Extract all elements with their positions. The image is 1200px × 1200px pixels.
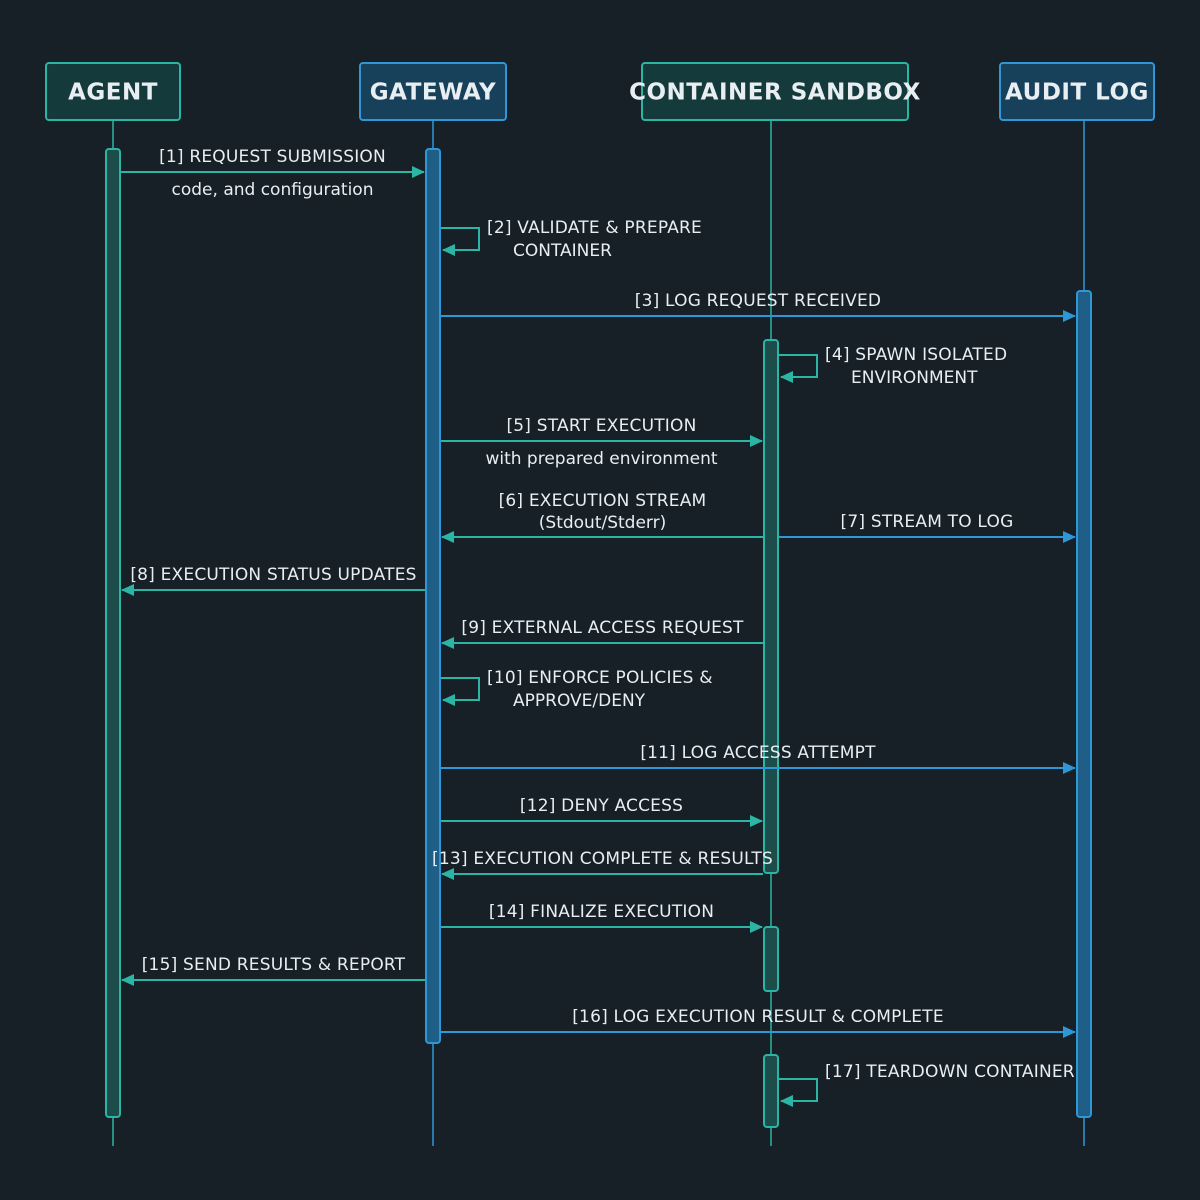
message-12: [12] DENY ACCESS	[441, 796, 763, 827]
message-label: [4] SPAWN ISOLATED	[825, 345, 1007, 365]
participant-agent: AGENT	[45, 62, 181, 121]
message-sublabel: code, and configuration	[172, 180, 374, 200]
message-8: [8] EXECUTION STATUS UPDATES	[121, 565, 425, 596]
message-label: [6] EXECUTION STREAM	[499, 491, 707, 511]
message-9: [9] EXTERNAL ACCESS REQUEST	[441, 618, 763, 649]
participant-box-gateway	[359, 62, 507, 121]
message-sublabel: CONTAINER	[513, 241, 612, 261]
message-label: [17] TEARDOWN CONTAINER	[825, 1062, 1075, 1082]
message-14: [14] FINALIZE EXECUTION	[441, 902, 763, 933]
message-label: [3] LOG REQUEST RECEIVED	[635, 291, 881, 311]
participant-label-agent: AGENT	[68, 80, 158, 106]
message-4: [4] SPAWN ISOLATED ENVIRONMENT	[779, 345, 1007, 388]
message-sublabel: ENVIRONMENT	[851, 368, 978, 388]
self-message-arrow	[779, 354, 818, 383]
participant-label-gateway: GATEWAY	[370, 80, 496, 106]
participant-box-audit	[999, 62, 1155, 121]
message-5: [5] START EXECUTION with prepared environ…	[441, 416, 763, 469]
activation-bar-sandbox	[763, 926, 779, 992]
participants-layer: AGENT GATEWAY CONTAINER SANDBOX AUDIT LOG	[45, 62, 1155, 121]
message-label: [1] REQUEST SUBMISSION	[159, 147, 386, 167]
activation-bar-sandbox	[763, 339, 779, 874]
participant-label-sandbox: CONTAINER SANDBOX	[629, 80, 921, 106]
message-label: [12] DENY ACCESS	[520, 796, 683, 816]
message-17: [17] TEARDOWN CONTAINER	[779, 1062, 1075, 1107]
message-13: [13] EXECUTION COMPLETE & RESULTS	[432, 849, 773, 880]
message-sublabel: with prepared environment	[485, 449, 717, 469]
message-label: [15] SEND RESULTS & REPORT	[142, 955, 406, 975]
activations-layer	[105, 148, 1092, 1128]
message-10: [10] ENFORCE POLICIES & APPROVE/DENY	[441, 668, 713, 711]
message-label: [16] LOG EXECUTION RESULT & COMPLETE	[572, 1007, 944, 1027]
message-label: [11] LOG ACCESS ATTEMPT	[640, 743, 876, 763]
activation-bar-audit	[1076, 290, 1092, 1118]
message-label: [14] FINALIZE EXECUTION	[489, 902, 714, 922]
participant-sandbox: CONTAINER SANDBOX	[629, 62, 921, 121]
message-label: [2] VALIDATE & PREPARE	[487, 218, 702, 238]
message-sublabel: APPROVE/DENY	[513, 691, 646, 711]
activation-bar-sandbox	[763, 1054, 779, 1128]
activation-bar-gateway	[425, 148, 441, 1044]
activation-bar-agent	[105, 148, 121, 1118]
message-label: [13] EXECUTION COMPLETE & RESULTS	[432, 849, 773, 869]
participant-audit: AUDIT LOG	[999, 62, 1155, 121]
message-3: [3] LOG REQUEST RECEIVED	[441, 291, 1076, 322]
self-message-arrow	[441, 677, 480, 706]
message-1: [1] REQUEST SUBMISSION code, and configur…	[121, 147, 425, 200]
self-message-arrow	[779, 1078, 818, 1107]
message-label: [5] START EXECUTION	[506, 416, 696, 436]
messages-layer: [1] REQUEST SUBMISSION code, and configur…	[121, 147, 1076, 1107]
self-message-arrow	[441, 227, 480, 256]
message-label: [8] EXECUTION STATUS UPDATES	[130, 565, 416, 585]
message-label: [9] EXTERNAL ACCESS REQUEST	[461, 618, 744, 638]
message-2: [2] VALIDATE & PREPARE CONTAINER	[441, 218, 702, 261]
message-label: [7] STREAM TO LOG	[841, 512, 1014, 532]
participant-box-agent	[45, 62, 181, 121]
participant-label-audit: AUDIT LOG	[1005, 80, 1149, 106]
message-16: [16] LOG EXECUTION RESULT & COMPLETE	[441, 1007, 1076, 1038]
message-7: [7] STREAM TO LOG	[779, 512, 1076, 543]
participant-gateway: GATEWAY	[359, 62, 507, 121]
message-label: [10] ENFORCE POLICIES &	[487, 668, 713, 688]
message-15: [15] SEND RESULTS & REPORT	[121, 955, 425, 986]
participant-box-sandbox	[641, 62, 909, 121]
message-sublabel: (Stdout/Stderr)	[539, 513, 666, 533]
message-11: [11] LOG ACCESS ATTEMPT	[441, 743, 1076, 774]
message-6: [6] EXECUTION STREAM(Stdout/Stderr)	[441, 491, 763, 543]
